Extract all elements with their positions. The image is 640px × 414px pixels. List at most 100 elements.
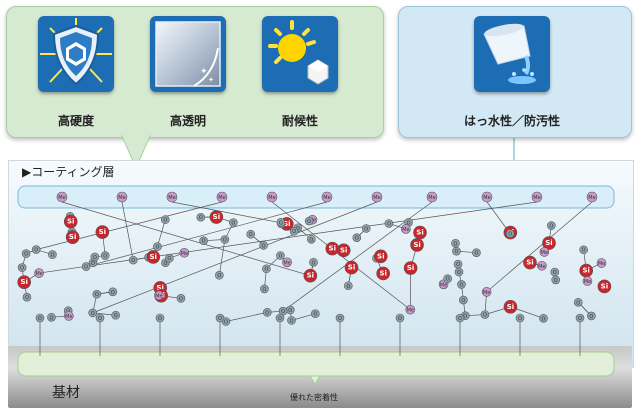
oxygen-atom: O <box>22 292 32 302</box>
svg-text:Si: Si <box>213 213 220 221</box>
svg-text:Me: Me <box>58 195 65 201</box>
svg-text:O: O <box>461 298 465 304</box>
svg-text:O: O <box>398 316 402 322</box>
oxygen-atom: O <box>311 309 320 319</box>
svg-text:Si: Si <box>348 264 355 272</box>
svg-text:O: O <box>199 215 203 221</box>
svg-text:O: O <box>111 290 115 296</box>
oxygen-atom: O <box>165 253 174 263</box>
svg-text:O: O <box>578 316 582 322</box>
methyl-atom: Me <box>537 260 547 271</box>
silicon-atom: Si <box>579 263 593 278</box>
oxygen-atom: O <box>547 221 556 230</box>
svg-text:O: O <box>364 227 368 233</box>
svg-text:Me: Me <box>218 195 225 201</box>
svg-text:Me: Me <box>118 195 125 201</box>
svg-text:Si: Si <box>329 245 336 253</box>
svg-text:✦: ✦ <box>200 67 208 77</box>
water-label: はっ水性／防汚性 <box>463 114 560 128</box>
svg-text:O: O <box>158 316 162 322</box>
svg-text:O: O <box>582 248 586 254</box>
oxygen-atom: O <box>161 215 170 224</box>
oxygen-atom: O <box>352 233 362 242</box>
svg-text:Si: Si <box>377 252 384 260</box>
methyl-atom: Me <box>179 247 190 258</box>
oxygen-atom: O <box>550 267 560 277</box>
svg-text:O: O <box>387 221 391 227</box>
svg-text:Si: Si <box>69 233 76 241</box>
svg-text:O: O <box>167 256 171 262</box>
svg-text:O: O <box>84 265 88 271</box>
svg-text:O: O <box>93 255 97 261</box>
svg-text:Me: Me <box>407 308 414 314</box>
svg-text:Si: Si <box>601 282 608 290</box>
water-bucket-icon <box>483 23 536 84</box>
svg-text:O: O <box>458 316 462 322</box>
silicon-atom: Si <box>373 249 388 264</box>
silicon-atom: Si <box>542 236 556 250</box>
svg-text:O: O <box>91 261 95 267</box>
silicon-atom: Si <box>410 238 424 252</box>
svg-text:O: O <box>38 316 42 322</box>
oxygen-atom: O <box>515 313 525 323</box>
transparency-label: 高透明 <box>169 114 206 128</box>
svg-text:O: O <box>589 314 593 320</box>
svg-text:O: O <box>483 313 487 319</box>
silicon-atom: Si <box>413 225 427 240</box>
svg-text:O: O <box>50 253 54 259</box>
svg-text:O: O <box>279 220 283 226</box>
coating-layer-title: ▶コーティング層 <box>22 165 115 179</box>
svg-text:O: O <box>262 243 266 249</box>
svg-text:Me: Me <box>428 195 435 201</box>
silicon-atom: Si <box>146 250 161 264</box>
silicon-atom: Si <box>503 299 518 314</box>
svg-text:O: O <box>355 236 359 242</box>
svg-text:Si: Si <box>526 259 533 267</box>
svg-text:Si: Si <box>340 246 347 254</box>
oxygen-atom: O <box>278 306 288 316</box>
svg-text:Si: Si <box>20 278 27 286</box>
methyl-atom: Me <box>401 224 411 234</box>
oxygen-atom: O <box>573 297 583 307</box>
svg-text:O: O <box>95 292 99 298</box>
svg-text:O: O <box>459 282 463 288</box>
svg-text:O: O <box>292 229 296 235</box>
methyl-atom: Me <box>426 191 438 203</box>
oxygen-atom: O <box>335 313 345 323</box>
svg-text:Me: Me <box>598 261 605 267</box>
oxygen-atom: O <box>344 281 353 291</box>
svg-text:O: O <box>249 232 253 238</box>
oxygen-atom: O <box>579 245 588 255</box>
svg-text:Si: Si <box>413 241 420 249</box>
oxygen-atom: O <box>199 236 208 245</box>
svg-text:O: O <box>155 245 159 251</box>
svg-text:O: O <box>454 241 458 247</box>
oxygen-atom: O <box>457 280 466 289</box>
oxygen-atom: O <box>215 313 225 323</box>
hardness-label: 高硬度 <box>57 114 94 128</box>
silicon-atom: Si <box>523 255 537 270</box>
oxygen-atom: O <box>285 305 295 315</box>
svg-text:O: O <box>296 226 300 232</box>
methyl-atom: Me <box>371 191 383 203</box>
water-tile <box>474 16 550 92</box>
svg-text:O: O <box>457 270 461 276</box>
oxygen-atom: O <box>307 234 316 244</box>
svg-text:O: O <box>313 312 317 318</box>
methyl-atom: Me <box>166 191 178 203</box>
svg-text:O: O <box>265 310 269 316</box>
svg-text:O: O <box>290 318 294 324</box>
svg-text:Si: Si <box>156 284 163 292</box>
methyl-atom: Me <box>531 191 543 203</box>
glass-panel-icon: ✦ ✦ <box>155 21 221 87</box>
oxygen-atom: O <box>108 287 118 297</box>
oxygen-atom: O <box>229 218 238 227</box>
svg-text:O: O <box>231 220 235 226</box>
adhesion-band <box>17 351 615 377</box>
oxygen-atom: O <box>276 251 285 260</box>
oxygen-atom: O <box>480 310 490 319</box>
oxygen-atom: O <box>259 240 268 250</box>
svg-text:O: O <box>103 254 107 260</box>
svg-text:Me: Me <box>588 195 595 201</box>
